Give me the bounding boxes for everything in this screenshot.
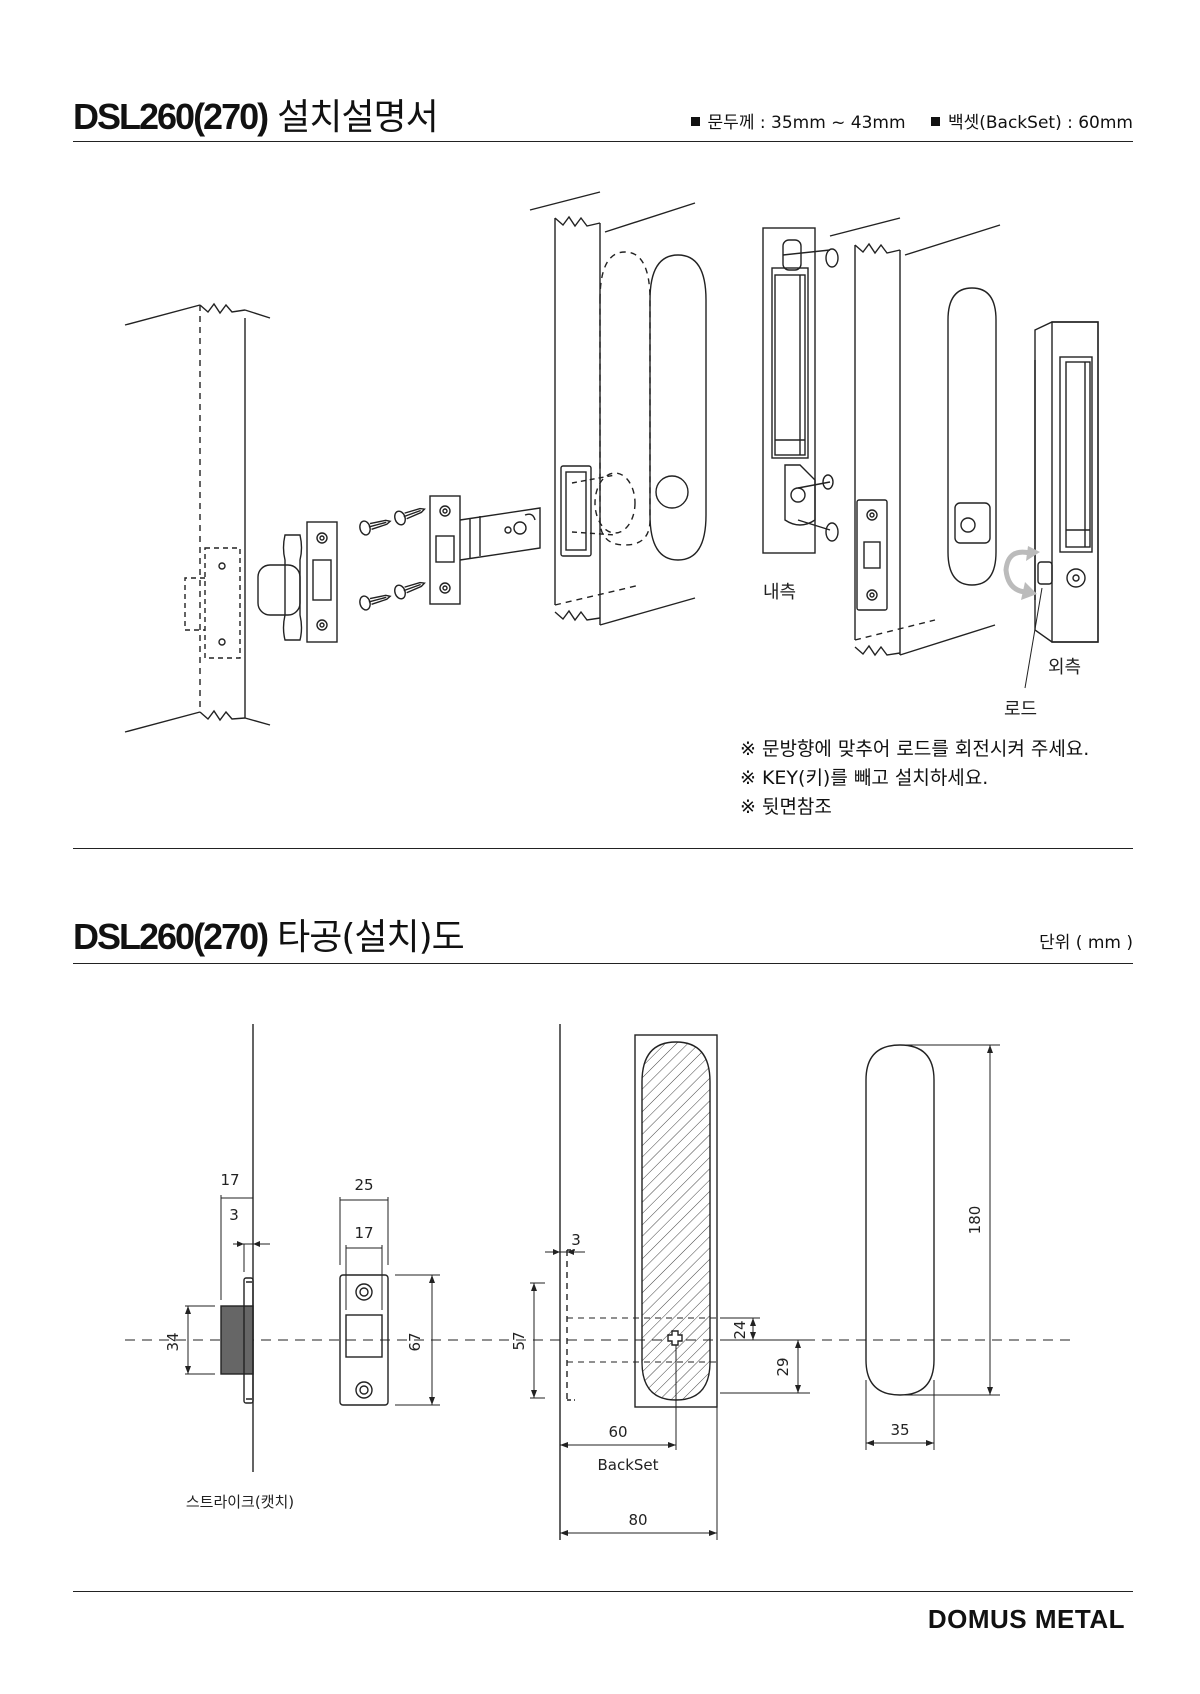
latch-bolt (429, 495, 541, 605)
note-see-back: ※ 뒷면참조 (740, 796, 832, 818)
dim-strike-depth: 17 (220, 1171, 239, 1189)
dim-handle-height: 180 (966, 1206, 984, 1235)
note-remove-key: ※ KEY(키)를 빼고 설치하세요. (740, 767, 989, 789)
install-model: DSL260(270) (73, 96, 269, 137)
install-bottom-rule (73, 848, 1133, 849)
spec-door-thickness: 문두께 : 35mm ~ 43mm (707, 113, 906, 133)
inner-handle (762, 227, 839, 554)
label-outside: 외측 (1048, 657, 1081, 678)
dim-strike-inset: 3 (229, 1206, 239, 1224)
dim-mortise-height: 57 (510, 1331, 528, 1350)
door-panel-outer (829, 217, 1001, 657)
install-title-text: 설치설명서 (277, 97, 439, 138)
dim-strike-height: 34 (164, 1332, 182, 1351)
label-rod: 로드 (1004, 699, 1037, 720)
bullet-square-icon (690, 117, 700, 126)
note-rotate-rod: ※ 문방향에 맞추어 로드를 회전시켜 주세요. (740, 738, 1090, 760)
dim-backset-value: 60 (608, 1423, 627, 1441)
unit-label: 단위 ( mm ) (1039, 933, 1133, 953)
strike-side-view (185, 1024, 270, 1472)
door-frame-left (124, 302, 271, 733)
install-title-rule (73, 141, 1133, 142)
drilling-model: DSL260(270) (73, 916, 269, 957)
install-specs: 문두께 : 35mm ~ 43mm 백셋(BackSet) : 60mm (671, 108, 1133, 133)
dim-handle-width: 35 (890, 1421, 909, 1439)
dim-hole-large: 29 (774, 1357, 792, 1376)
dim-overall-width: 80 (628, 1511, 647, 1529)
dim-latch-inner: 17 (354, 1224, 373, 1242)
door-panel-inner (529, 191, 707, 626)
dim-hole-small: 24 (731, 1320, 749, 1339)
dim-latch-height: 67 (406, 1332, 424, 1351)
install-title: DSL260(270)설치설명서 (73, 88, 439, 140)
strike-plate (257, 521, 338, 643)
drilling-title-text: 타공(설치)도 (277, 917, 465, 958)
strike-label: 스트라이크(캣치) (186, 1493, 294, 1511)
screws (359, 507, 426, 611)
drilling-title: DSL260(270)타공(설치)도 (73, 908, 465, 960)
install-notes: ※ 문방향에 맞추어 로드를 회전시켜 주세요. ※ KEY(키)를 빼고 설치… (740, 735, 1089, 822)
label-inside: 내측 (763, 582, 796, 603)
spec-backset: 백셋(BackSet) : 60mm (947, 113, 1133, 133)
footer-rule (73, 1591, 1133, 1592)
bullet-square-icon (930, 117, 940, 126)
latch-front-view (339, 1197, 440, 1406)
brand-logo: DOMUS METAL (927, 1604, 1125, 1634)
handle-outline-view (865, 1044, 1000, 1450)
door-face-view (530, 1024, 810, 1540)
dim-latch-width: 25 (354, 1176, 373, 1194)
drilling-title-rule (73, 963, 1133, 964)
dim-door-edge: 3 (571, 1231, 581, 1249)
outer-handle (1003, 321, 1099, 689)
dim-backset-label: BackSet (597, 1456, 658, 1474)
